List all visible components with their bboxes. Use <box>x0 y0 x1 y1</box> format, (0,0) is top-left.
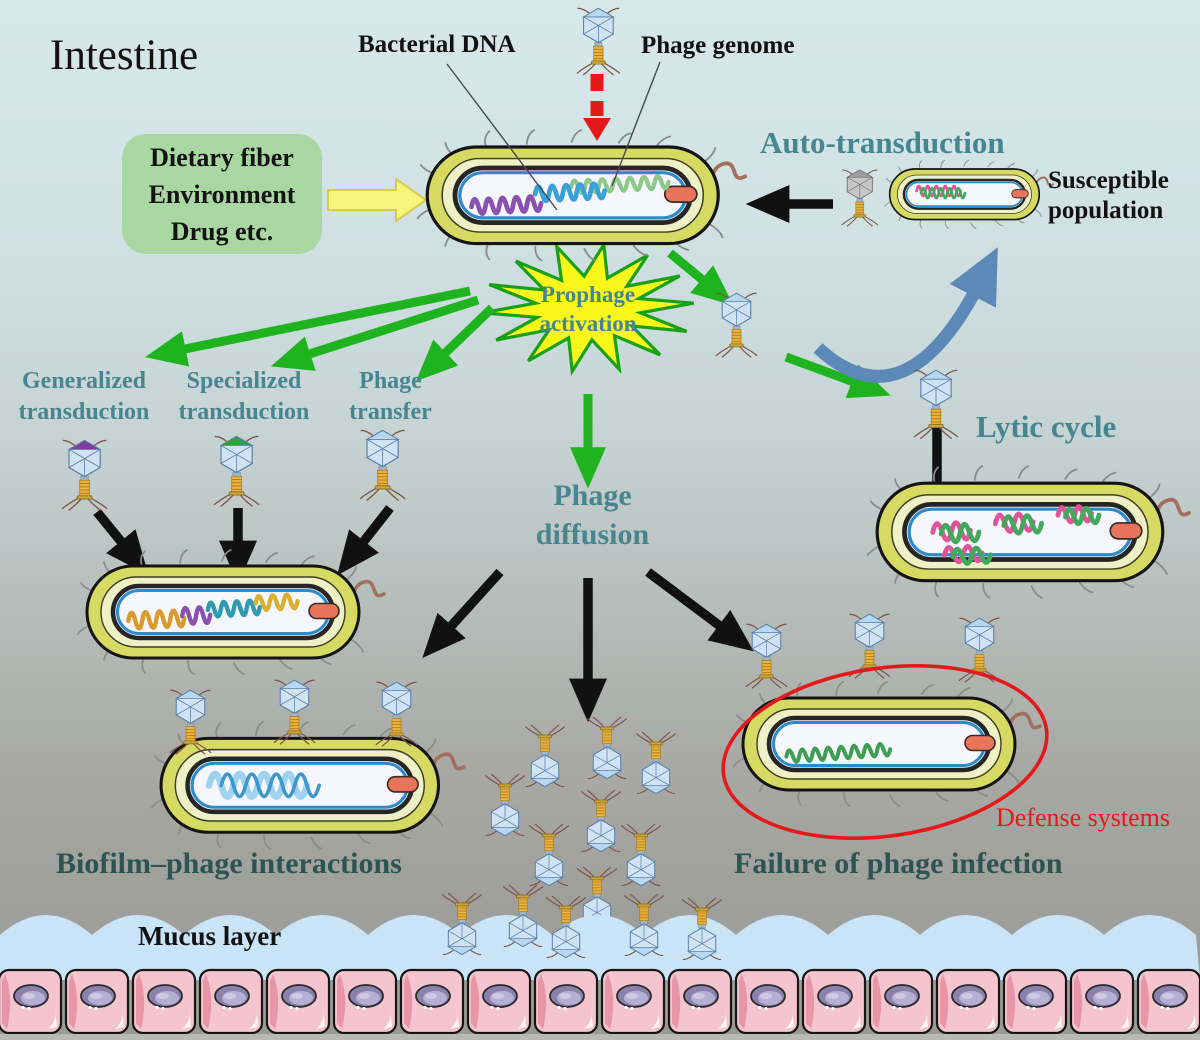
defense-systems-label: Defense systems <box>996 803 1171 832</box>
factors-box: Dietary fiber Environment Drug etc. <box>122 134 322 254</box>
main-bacterium-icon <box>418 130 745 260</box>
biofilm-bacterium-1-icon <box>78 550 384 674</box>
failure-of-phage-infection-label: Failure of phage infection <box>734 847 1063 880</box>
phage-gray-icon <box>841 169 879 227</box>
red-dashed-arrow <box>583 74 611 141</box>
phage-diffusion-cluster <box>484 716 677 930</box>
phage-icon <box>715 292 758 358</box>
phage-genome-label: Phage genome <box>641 32 795 59</box>
bacterial-dna-label: Bacterial DNA <box>358 31 516 58</box>
phage-purple-icon <box>61 439 108 511</box>
phage-green-icon <box>213 435 260 507</box>
phage-icon <box>273 679 316 745</box>
lytic-bacterium-icon <box>868 466 1189 597</box>
generalized-transduction-label: Generalized transduction <box>18 368 150 425</box>
susceptible-bacterium-icon <box>883 158 1055 230</box>
bottom-strip <box>0 1034 1200 1040</box>
phage-diffusion-label: Phage diffusion <box>535 479 650 551</box>
defense-systems-ellipse <box>721 663 1049 841</box>
prophage-activation-burst <box>482 239 694 377</box>
phage-icon <box>359 429 406 501</box>
phage-transfer-label: Phage transfer <box>349 368 432 425</box>
intestine-title: Intestine <box>50 32 199 79</box>
label-pointer-lines <box>446 61 661 211</box>
prophage-activation-label: Prophage activation <box>539 282 637 336</box>
lytic-cycle-label: Lytic cycle <box>976 409 1117 444</box>
auto-transduction-label: Auto-transduction <box>760 125 1005 160</box>
mucus-layer-label: Mucus layer <box>138 921 282 951</box>
biofilm-phage-interactions-label: Biofilm–phage interactions <box>56 847 402 880</box>
phage-icon <box>745 623 788 689</box>
susceptible-population-label: Susceptible population <box>1048 167 1169 224</box>
phage-icon <box>576 7 621 76</box>
biofilm-bacterium-2-icon <box>152 722 464 848</box>
green-arrows <box>145 249 891 489</box>
failure-bacterium-icon <box>734 682 1040 806</box>
yellow-arrow <box>327 177 428 223</box>
mucus-layer-band <box>0 915 1200 980</box>
specialized-transduction-label: Specialized transduction <box>178 368 310 425</box>
phage-icon <box>375 681 418 747</box>
blue-curved-arrow <box>813 247 998 383</box>
